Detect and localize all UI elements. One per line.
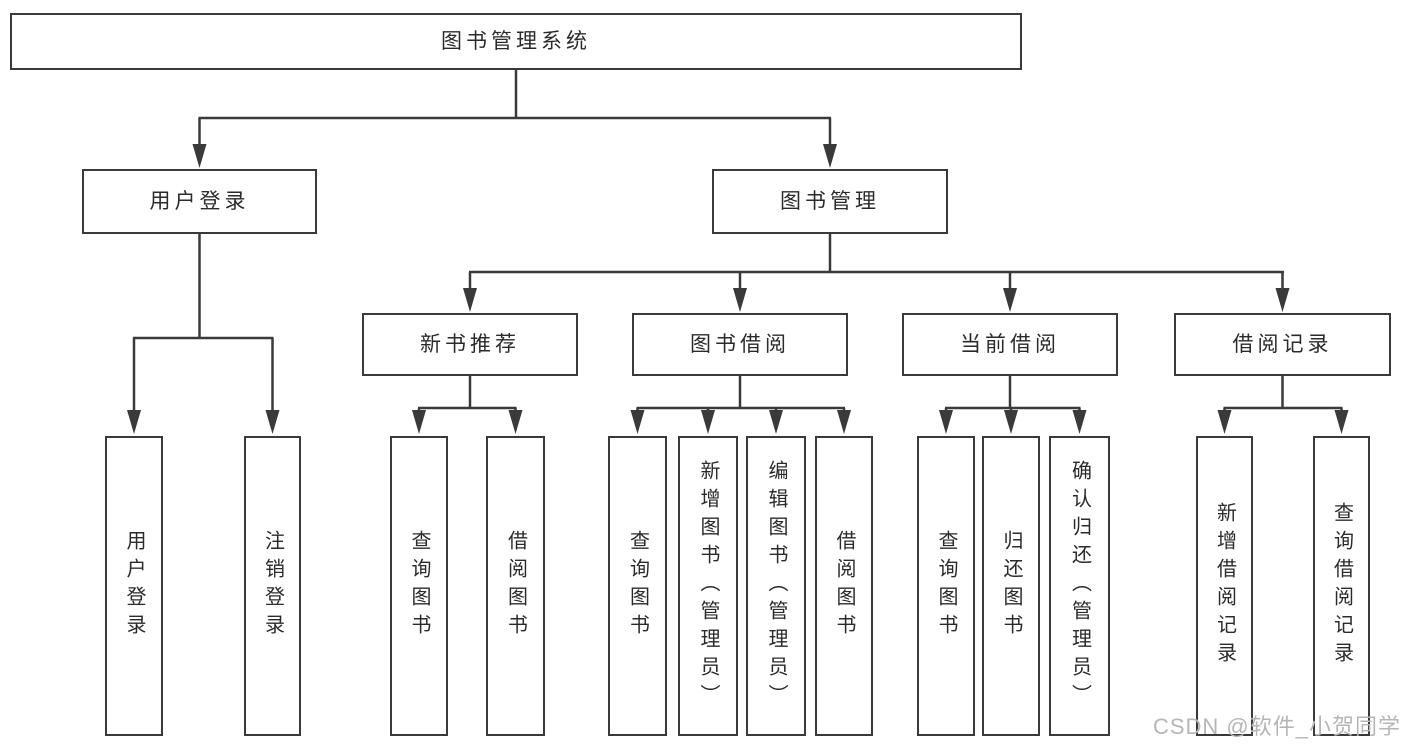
node-current-borrowing-label: 当前借阅 [960, 333, 1060, 356]
node-current-borrowing: 当前借阅 [902, 313, 1118, 376]
leaf-borrow-books: 借阅图书 [815, 436, 873, 736]
node-book-borrowing-label: 图书借阅 [690, 333, 790, 356]
node-user-login: 用户登录 [82, 169, 317, 234]
leaf-borrow-books-recommend-label: 借阅图书 [504, 530, 527, 642]
node-borrow-records-label: 借阅记录 [1232, 333, 1333, 356]
leaf-edit-books-admin-label: 编辑图书（管理员） [765, 460, 787, 712]
leaf-query-books-borrowing: 查询图书 [608, 436, 667, 736]
leaf-add-books-admin: 新增图书（管理员） [678, 436, 738, 736]
watermark: CSDN @软件_小贺同学 [1152, 714, 1401, 739]
leaf-add-books-admin-label: 新增图书（管理员） [697, 460, 719, 712]
leaf-return-books: 归还图书 [982, 436, 1040, 736]
node-root: 图书管理系统 [10, 13, 1022, 70]
leaf-add-borrow-record: 新增借阅记录 [1196, 436, 1253, 736]
leaf-logout: 注销登录 [244, 436, 301, 736]
node-book-management: 图书管理 [712, 169, 948, 234]
leaf-user-login-label: 用户登录 [123, 530, 145, 642]
leaf-query-books-recommend: 查询图书 [390, 436, 448, 736]
leaf-edit-books-admin: 编辑图书（管理员） [746, 436, 806, 736]
node-borrow-records: 借阅记录 [1174, 313, 1391, 376]
leaf-query-books-borrowing-label: 查询图书 [626, 530, 649, 642]
node-root-label: 图书管理系统 [441, 30, 591, 53]
node-user-login-label: 用户登录 [149, 190, 250, 213]
leaf-borrow-books-recommend: 借阅图书 [486, 436, 545, 736]
leaf-return-books-label: 归还图书 [1000, 530, 1022, 642]
leaf-confirm-return-admin: 确认归还（管理员） [1049, 436, 1110, 736]
leaf-logout-label: 注销登录 [261, 530, 284, 642]
leaf-query-books-current-label: 查询图书 [935, 530, 957, 642]
leaf-add-borrow-record-label: 新增借阅记录 [1213, 502, 1236, 670]
leaf-query-books-recommend-label: 查询图书 [408, 530, 430, 642]
leaf-query-borrow-record: 查询借阅记录 [1313, 436, 1370, 736]
node-book-management-label: 图书管理 [780, 190, 880, 213]
node-new-book-recommend-label: 新书推荐 [420, 333, 520, 356]
leaf-confirm-return-admin-label: 确认归还（管理员） [1068, 460, 1091, 712]
node-new-book-recommend: 新书推荐 [362, 313, 578, 376]
leaf-query-borrow-record-label: 查询借阅记录 [1330, 502, 1353, 670]
leaf-borrow-books-label: 借阅图书 [833, 530, 855, 642]
node-book-borrowing: 图书借阅 [632, 313, 848, 376]
leaf-query-books-current: 查询图书 [917, 436, 975, 736]
leaf-user-login: 用户登录 [105, 436, 163, 736]
